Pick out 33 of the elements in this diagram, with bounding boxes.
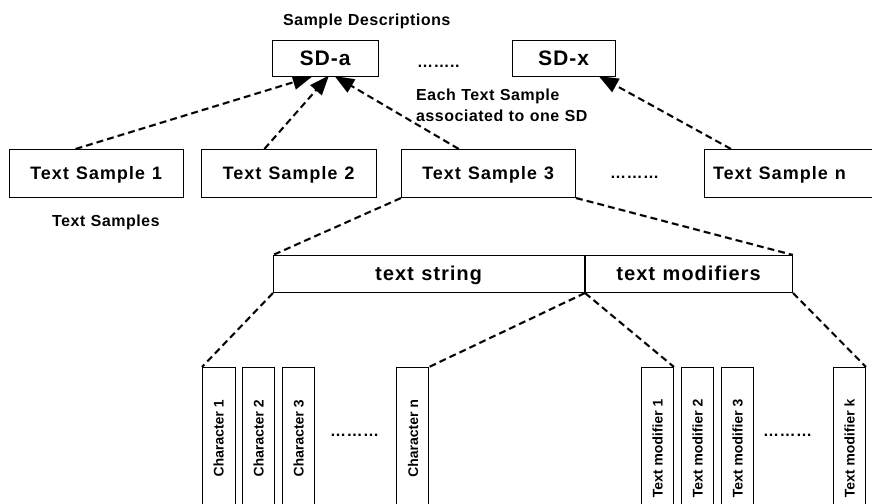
connector-line [584, 292, 675, 368]
element-box: Character 3 [282, 367, 315, 504]
node-box: Text Sample 2 [201, 149, 377, 198]
ellipsis-label: ……… [763, 422, 812, 442]
node-box: text modifiers [585, 255, 793, 293]
connector-line [201, 292, 274, 368]
connector-line [272, 197, 402, 256]
element-box: Character 1 [202, 367, 236, 504]
arrow [598, 76, 732, 150]
element-box: Character n [396, 367, 429, 504]
node-box: SD-a [272, 40, 379, 77]
arrow [334, 76, 460, 150]
element-box: Text modifier k [833, 367, 866, 504]
heading-label: Sample Descriptions [283, 11, 451, 31]
ellipsis-label: …….. [417, 53, 460, 73]
element-box: Text modifier 3 [721, 367, 754, 504]
element-box: Character 2 [242, 367, 275, 504]
node-box: Text Sample n [704, 149, 872, 198]
node-box: SD-x [512, 40, 616, 77]
node-box: Text Sample 3 [401, 149, 576, 198]
node-box: text string [273, 255, 585, 293]
connector-line [576, 196, 794, 256]
element-box: Text modifier 1 [641, 367, 674, 504]
connector-line [792, 292, 867, 368]
node-box: Text Sample 1 [9, 149, 184, 198]
connector-line [428, 292, 586, 368]
ellipsis-label: ……… [610, 164, 660, 184]
note-text: Each Text Sample associated to one SD [416, 86, 589, 127]
arrow [264, 76, 329, 150]
arrow [75, 74, 312, 150]
heading-label: Text Samples [52, 212, 160, 232]
ellipsis-label: ……… [330, 422, 380, 442]
element-box: Text modifier 2 [681, 367, 714, 504]
